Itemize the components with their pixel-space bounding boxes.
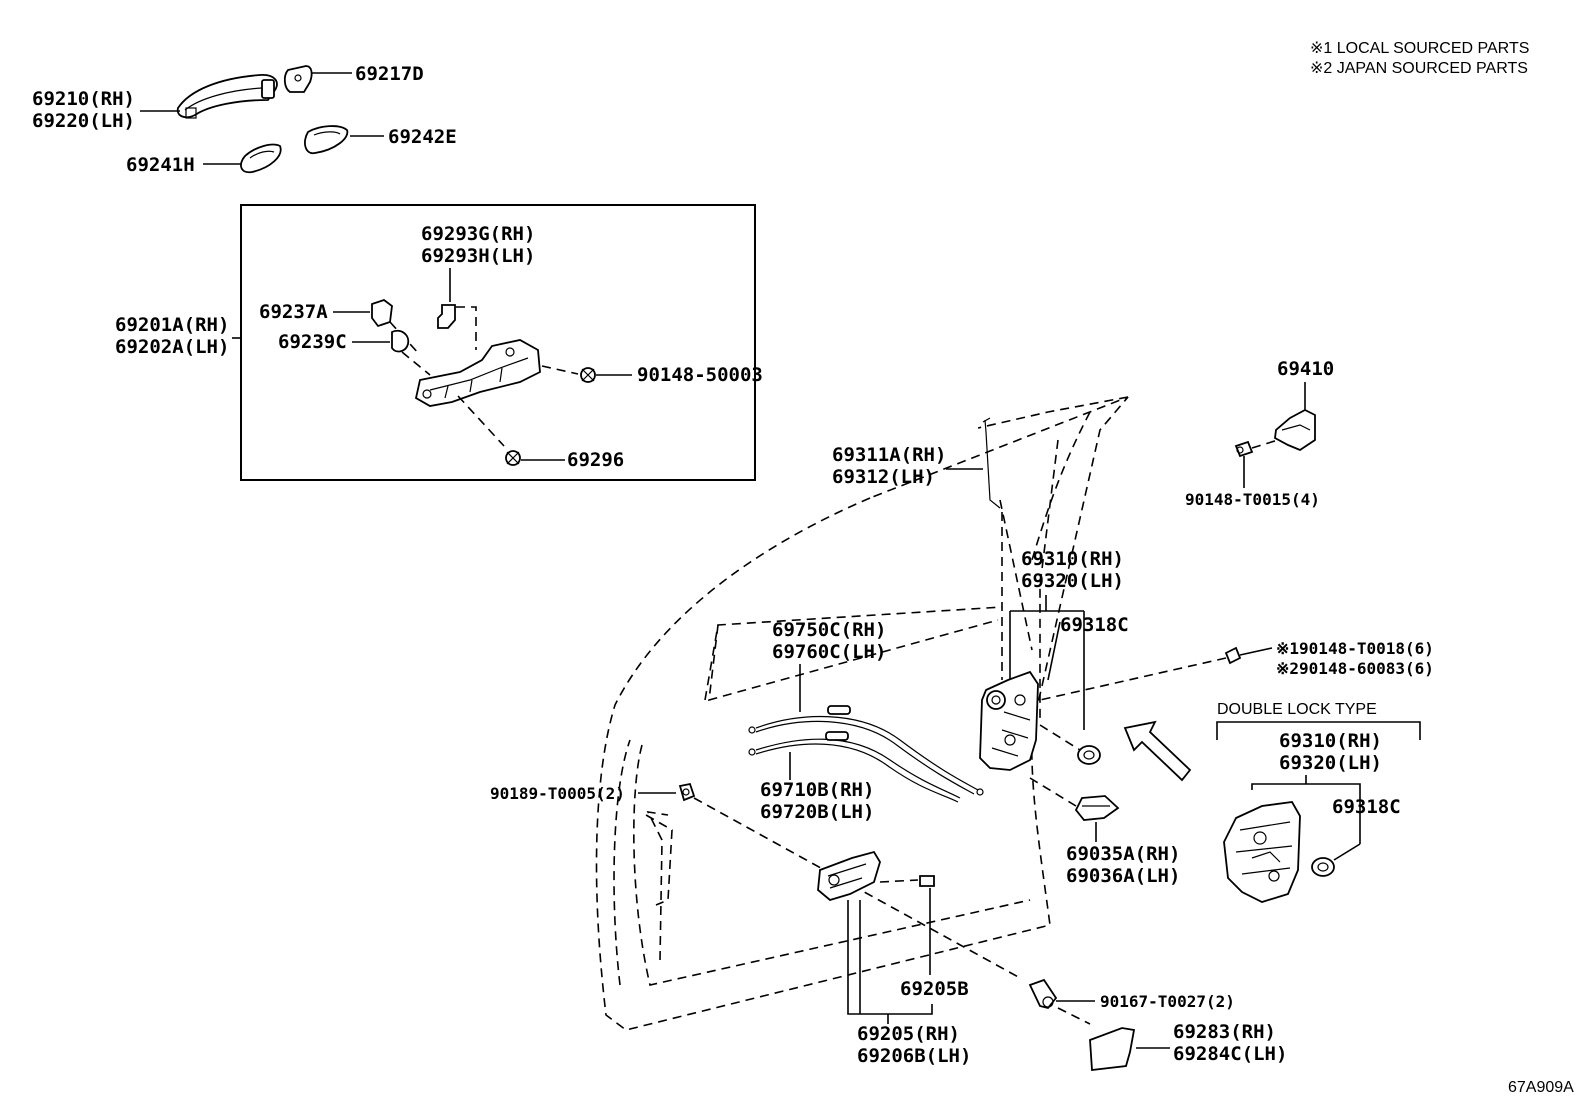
cable-69710B-part[interactable] [748, 731, 961, 803]
label-69310-double-lock: 69310(RH) [1279, 730, 1382, 752]
screw-69205B-part[interactable] [919, 875, 935, 887]
label-69310: 69310(RH) [1021, 548, 1124, 570]
label-90148-50003: 90148-50003 [637, 364, 763, 386]
door-lock-assembly-part[interactable] [979, 670, 1039, 771]
label-69284C: 69284C(LH) [1173, 1043, 1287, 1065]
label-90148-60083: ※290148-60083(6) [1276, 659, 1434, 678]
label-69220: 69220(LH) [32, 110, 135, 132]
label-90148-T0015: 90148-T0015(4) [1185, 490, 1320, 509]
screw-90167-T0027-part[interactable] [1028, 978, 1058, 1010]
outside-handle-part[interactable] [176, 74, 278, 119]
inside-handle-69205-part[interactable] [817, 850, 881, 902]
label-90148-T0018: ※190148-T0018(6) [1276, 639, 1434, 658]
outside-handle-cap-part[interactable] [283, 65, 313, 93]
clip-69293-part[interactable] [437, 304, 456, 329]
label-69201A: 69201A(RH) [115, 314, 229, 336]
label-69283: 69283(RH) [1173, 1021, 1276, 1043]
label-double-lock-type: DOUBLE LOCK TYPE [1217, 701, 1377, 718]
label-69293H: 69293H(LH) [421, 245, 535, 267]
label-69710B: 69710B(RH) [760, 779, 874, 801]
label-69217D: 69217D [355, 63, 424, 85]
clip-90189-T0005-part[interactable] [678, 782, 696, 802]
label-69293G: 69293G(RH) [421, 223, 535, 245]
direction-arrow [1123, 720, 1192, 782]
label-69242E: 69242E [388, 126, 457, 148]
double-lock-assembly-part[interactable] [1223, 801, 1301, 903]
label-69410: 69410 [1277, 358, 1334, 380]
screw-90148-T0018-part[interactable] [1224, 646, 1242, 665]
label-69296: 69296 [567, 449, 624, 471]
bezel-69283-part[interactable] [1089, 1027, 1136, 1072]
handle-pad-rear-part[interactable] [304, 125, 349, 154]
handle-frame-part[interactable] [414, 339, 541, 407]
label-69318C-double-lock: 69318C [1332, 796, 1401, 818]
seal-69318C-double-lock-part[interactable] [1311, 857, 1335, 877]
bolt-90148-T0015-part[interactable] [1234, 440, 1254, 458]
label-69720B: 69720B(LH) [760, 801, 874, 823]
label-69312: 69312(LH) [832, 466, 935, 488]
seal-69239C-part[interactable] [391, 329, 410, 353]
striker-69410-part[interactable] [1274, 408, 1316, 452]
cover-69035A-part[interactable] [1074, 795, 1120, 821]
label-69205: 69205(RH) [857, 1023, 960, 1045]
note-japan-sourced: ※2 JAPAN SOURCED PARTS [1310, 60, 1528, 77]
label-69750C: 69750C(RH) [772, 619, 886, 641]
lock-rod-part[interactable] [982, 417, 1001, 509]
cap-69237A-part[interactable] [371, 298, 393, 328]
note-local-sourced: ※1 LOCAL SOURCED PARTS [1310, 40, 1529, 57]
label-69318C: 69318C [1060, 614, 1129, 636]
label-69311A: 69311A(RH) [832, 444, 946, 466]
label-90167-T0027: 90167-T0027(2) [1100, 992, 1235, 1011]
label-69320-double-lock: 69320(LH) [1279, 752, 1382, 774]
bolt-90148-50003-part[interactable] [580, 367, 596, 383]
label-69760C: 69760C(LH) [772, 641, 886, 663]
label-69206B: 69206B(LH) [857, 1045, 971, 1067]
handle-pad-front-part[interactable] [240, 143, 282, 174]
label-69210: 69210(RH) [32, 88, 135, 110]
label-90189-T0005: 90189-T0005(2) [490, 784, 625, 803]
label-69320: 69320(LH) [1021, 570, 1124, 592]
cable-69750C-part[interactable] [748, 705, 984, 796]
diagram-code: 67A909A [1508, 1079, 1574, 1096]
label-69241H: 69241H [126, 154, 195, 176]
label-69035A: 69035A(RH) [1066, 843, 1180, 865]
seal-69318C-part[interactable] [1077, 745, 1101, 765]
label-69239C: 69239C [278, 331, 347, 353]
label-69202A: 69202A(LH) [115, 336, 229, 358]
label-69205B: 69205B [900, 978, 969, 1000]
label-69237A: 69237A [259, 301, 328, 323]
door-outline [595, 396, 1129, 1031]
bolt-69296-part[interactable] [505, 450, 521, 466]
handle-frame-box [240, 204, 756, 481]
label-69036A: 69036A(LH) [1066, 865, 1180, 887]
